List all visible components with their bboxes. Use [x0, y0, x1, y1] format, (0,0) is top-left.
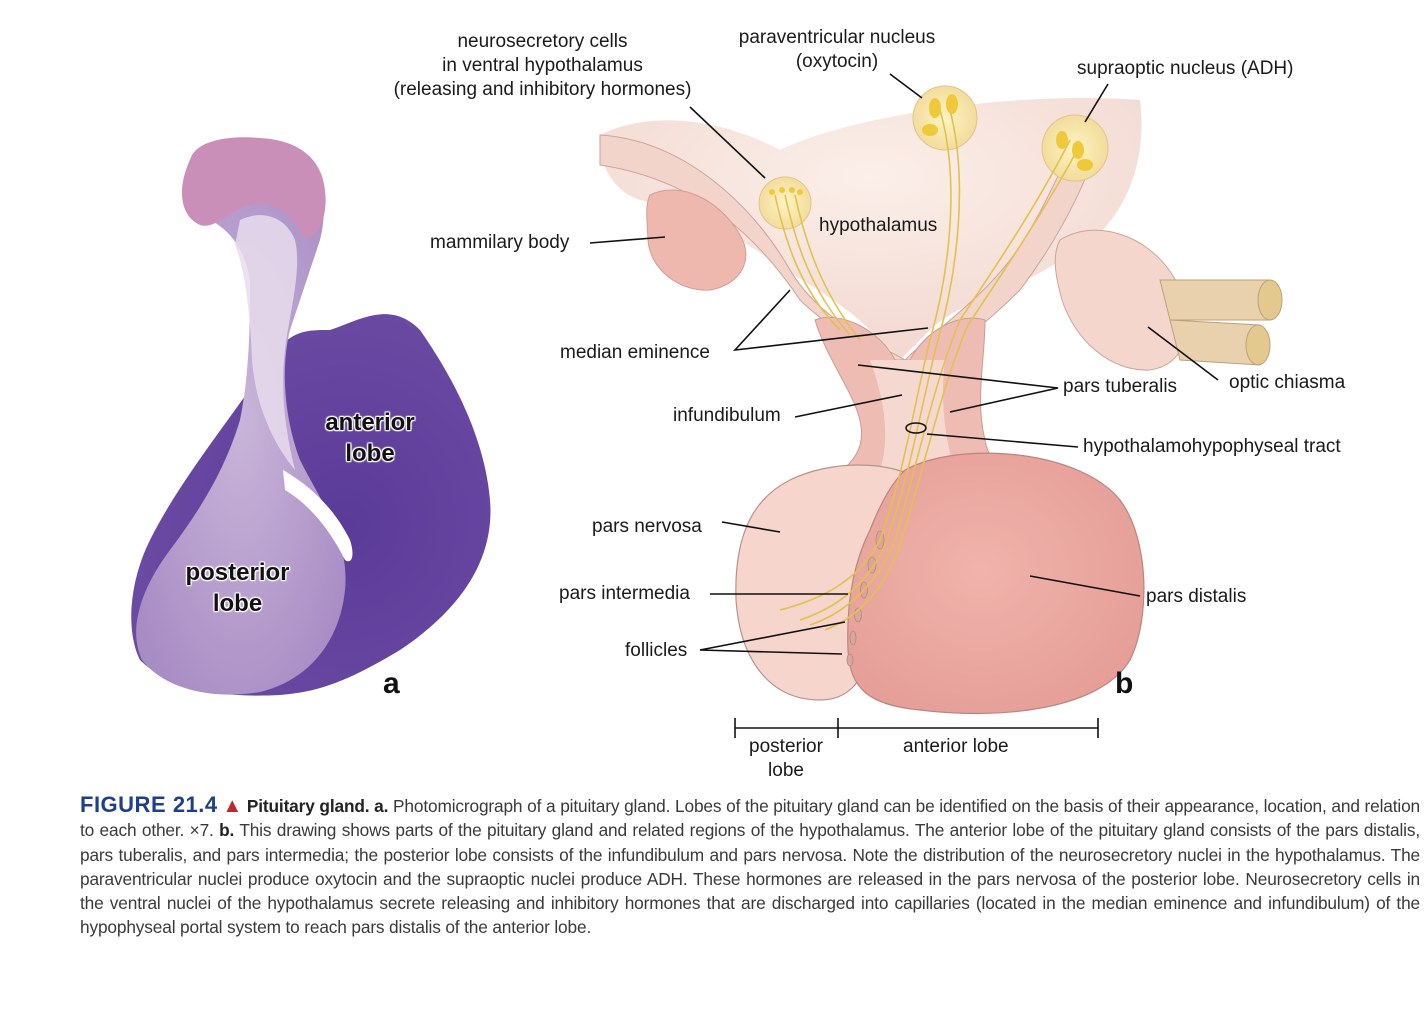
nerve-fibers [774, 109, 1081, 631]
neurosecretory-line2: in ventral hypothalamus [442, 55, 643, 76]
caption-part-a-label: a. [374, 796, 389, 816]
supraoptic-nucleus-label: supraoptic nucleus (ADH) [1077, 58, 1294, 79]
posterior-lobe-label: posterior lobe [165, 557, 310, 619]
figure-21-4: anterior lobe posterior lobe a neurosecr… [131, 26, 1346, 783]
nucleus-cell-bodies [769, 94, 1093, 195]
pars-distalis-shape [847, 452, 1145, 715]
hypothalamus-label: hypothalamus [819, 215, 938, 236]
pituitary-drawing [589, 73, 1283, 738]
anterior-lobe-label: anterior lobe [305, 407, 435, 469]
follicles-label: follicles [625, 640, 688, 661]
optic-chiasma-label: optic chiasma [1229, 372, 1346, 393]
pars-tuberalis-label: pars tuberalis [1063, 376, 1178, 397]
caption-part-b-text: This drawing shows parts of the pituitar… [80, 820, 1420, 938]
photomicrograph [131, 137, 491, 696]
cleft [283, 470, 353, 562]
posterior-lobe-label-line1: posterior [185, 559, 290, 586]
neurosecretory-line1: neurosecretory cells [457, 31, 628, 52]
scale-posterior-line2: lobe [768, 760, 804, 781]
pars-intermedia-label: pars intermedia [559, 583, 690, 604]
pars-distalis-label: pars distalis [1146, 586, 1247, 607]
scale-posterior-line1: posterior [749, 736, 823, 757]
figure-number: FIGURE 21.4 [80, 792, 218, 817]
caption-title: Pituitary gland. [246, 796, 370, 816]
neurosecretory-cells-label: neurosecretory cells in ventral hypothal… [370, 30, 715, 102]
pars-nervosa-label: pars nervosa [592, 516, 702, 537]
stalk-core [235, 215, 298, 470]
median-eminence-label: median eminence [560, 342, 710, 363]
caption-part-b-label: b. [219, 820, 235, 841]
paraventricular-nucleus-shape [912, 85, 978, 151]
triangle-marker-icon: ▲ [222, 795, 243, 817]
mammilary-body-label: mammilary body [430, 232, 570, 253]
paraventricular-line1: paraventricular nucleus [738, 27, 936, 48]
neurosecretory-nucleus [758, 176, 812, 230]
posterior-lobe-label-line2: lobe [212, 590, 263, 617]
optic-chiasma-shape [1054, 229, 1188, 371]
hypothalamus-region [599, 98, 1142, 360]
hypothalamic-stalk-tissue [181, 137, 326, 240]
figure-artwork [131, 73, 1283, 738]
hypothalamohypophyseal-tract-label: hypothalamohypophyseal tract [1083, 436, 1341, 457]
infundibulum-label: infundibulum [673, 405, 781, 426]
panel-a-letter: a [383, 667, 400, 700]
anterior-lobe-label-line2: lobe [345, 440, 395, 467]
scale-anterior-lobe-label: anterior lobe [903, 736, 1009, 757]
lobe-scale-bar [734, 718, 1099, 738]
anterior-lobe-label-line1: anterior [325, 409, 415, 436]
tract-marker [905, 422, 927, 434]
figure-caption: FIGURE 21.4 ▲ Pituitary gland. a. Photom… [80, 792, 1421, 940]
optic-nerves [1159, 279, 1283, 366]
scale-posterior-lobe-label: posterior lobe [736, 735, 836, 783]
leader-lines [589, 73, 1219, 655]
infundibulum-core [870, 360, 955, 470]
paraventricular-nucleus-label: paraventricular nucleus (oxytocin) [722, 26, 952, 74]
caption-part-a-text: Photomicrograph of a pituitary gland. Lo… [80, 796, 1421, 841]
panel-b-letter: b [1115, 667, 1134, 700]
paraventricular-line2: (oxytocin) [795, 51, 879, 72]
mammilary-body-shape [646, 189, 747, 291]
neurosecretory-line3: (releasing and inhibitory hormones) [393, 79, 692, 100]
